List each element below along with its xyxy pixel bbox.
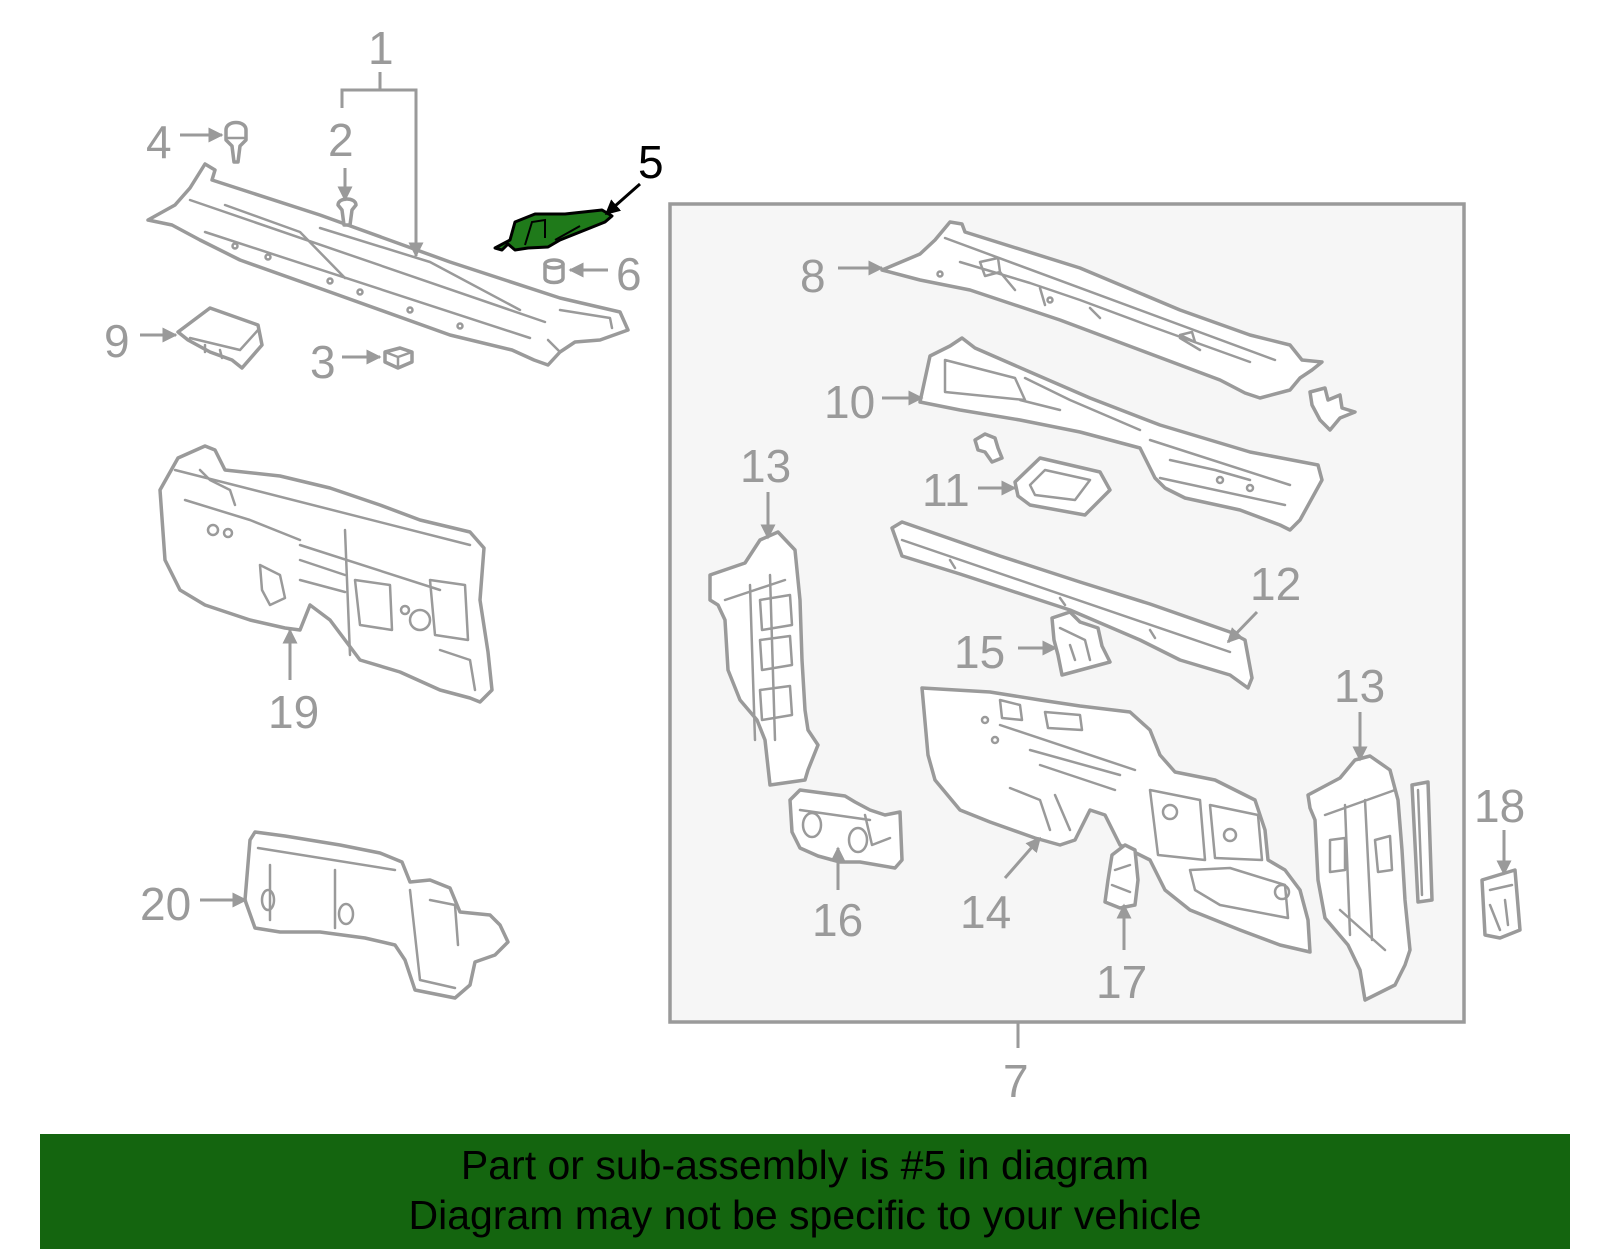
callout-13-left: 13	[740, 440, 791, 492]
leader-lines	[140, 72, 1512, 950]
callout-16: 16	[812, 894, 863, 946]
part-panel-11[interactable]	[973, 432, 1112, 517]
callout-7: 7	[1003, 1055, 1029, 1107]
part-cowl-panel-1[interactable]	[146, 162, 630, 367]
part-push-pin-4[interactable]	[224, 120, 248, 164]
callout-numbers: 1 2 3 4 5 6 7 8 9 10 11 12 13 13 14 15 1…	[104, 22, 1525, 1107]
part-cowl-upper-8[interactable]	[880, 220, 1324, 400]
callout-18: 18	[1474, 780, 1525, 832]
part-bracket-9[interactable]	[176, 306, 264, 370]
info-banner: Part or sub-assembly is #5 in diagram Di…	[40, 1134, 1570, 1249]
part-pillar-13-left[interactable]	[708, 530, 820, 787]
callout-17: 17	[1096, 956, 1147, 1008]
part-cowl-lower-10[interactable]	[918, 336, 1324, 532]
part-grommet-6[interactable]	[543, 258, 565, 285]
callout-15: 15	[954, 626, 1005, 678]
part-5-shape	[493, 208, 614, 252]
callout-4: 4	[146, 116, 172, 168]
callout-3: 3	[310, 336, 336, 388]
callout-14: 14	[960, 886, 1011, 938]
part-clip-3[interactable]	[383, 346, 414, 370]
part-pillar-13-right[interactable]	[1306, 754, 1434, 1002]
part-dash-panel-19[interactable]	[158, 444, 494, 704]
callout-19: 19	[268, 686, 319, 738]
callout-2: 2	[328, 114, 354, 166]
callout-5: 5	[638, 136, 664, 188]
part-bracket-18[interactable]	[1480, 868, 1522, 940]
callout-12: 12	[1250, 558, 1301, 610]
callout-1: 1	[368, 22, 394, 74]
callout-9: 9	[104, 315, 130, 367]
callout-20: 20	[140, 878, 191, 930]
part-bracket-8b[interactable]	[1308, 386, 1357, 432]
banner-line-2: Diagram may not be specific to your vehi…	[408, 1192, 1202, 1238]
callout-13-right: 13	[1334, 660, 1385, 712]
callout-10: 10	[824, 376, 875, 428]
part-cross-bar-12[interactable]	[890, 520, 1254, 690]
part-bracket-17[interactable]	[1103, 843, 1140, 910]
callout-8: 8	[800, 250, 826, 302]
callout-6: 6	[616, 248, 642, 300]
part-5-highlighted[interactable]	[493, 208, 614, 252]
part-bracket-16[interactable]	[788, 788, 904, 870]
callout-11: 11	[922, 464, 970, 516]
part-insulator-20[interactable]	[243, 830, 510, 1000]
banner-line-1: Part or sub-assembly is #5 in diagram	[460, 1142, 1150, 1188]
